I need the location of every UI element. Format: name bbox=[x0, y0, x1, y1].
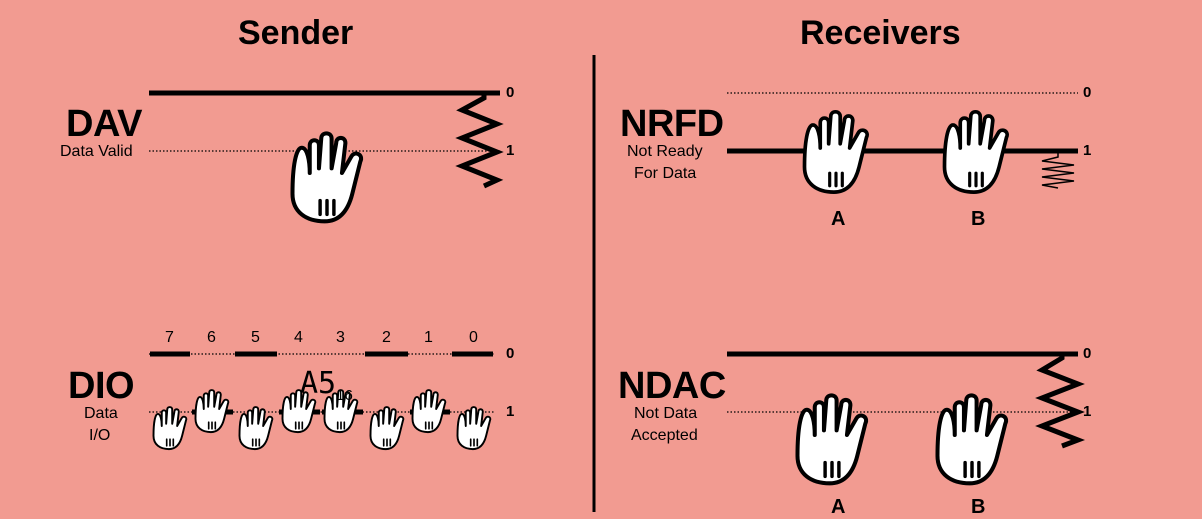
nrfd-label: NRFD bbox=[620, 103, 724, 145]
dio-bit-label: 6 bbox=[207, 329, 216, 346]
ndac-level-1: 1 bbox=[1083, 403, 1092, 420]
ndac-pullup-spring bbox=[1035, 354, 1086, 449]
dio-bit-hand-icon bbox=[369, 406, 405, 451]
ndac-desc-line1: Not Data bbox=[634, 405, 698, 422]
dio-level-1: 1 bbox=[506, 403, 515, 420]
dio-bit-hand-icon bbox=[238, 406, 274, 451]
nrfd-hand-a-icon bbox=[802, 109, 869, 194]
dio-bit-hand-icon bbox=[456, 406, 492, 451]
nrfd-desc-line1: Not Ready bbox=[627, 143, 703, 160]
dio-level-0: 0 bbox=[506, 345, 515, 362]
sender-hand-icon bbox=[293, 133, 362, 221]
dio-bit-label: 2 bbox=[382, 329, 391, 346]
dio-bit-label: 1 bbox=[424, 329, 433, 346]
nrfd-receiver-b-label: B bbox=[971, 208, 986, 230]
dio-bit-hand-icon bbox=[152, 406, 188, 451]
dio-bit-label: 3 bbox=[336, 329, 345, 346]
dav-pullup-spring bbox=[455, 93, 504, 189]
dio-bit-hand-icon bbox=[411, 389, 447, 434]
dio-desc-line1: Data bbox=[84, 405, 118, 422]
dio-hex-digits: A5 bbox=[300, 366, 337, 401]
ndac-receiver-b-label: B bbox=[971, 496, 986, 518]
dio-bit-label: 4 bbox=[294, 329, 303, 346]
dav-level-0: 0 bbox=[506, 84, 515, 101]
dio-label: DIO bbox=[68, 365, 135, 407]
nrfd-desc-line2: For Data bbox=[634, 165, 697, 182]
ndac-label: NDAC bbox=[618, 365, 726, 407]
nrfd-pullup-spring bbox=[1041, 151, 1075, 189]
dio-desc-line2: I/O bbox=[89, 427, 111, 444]
nrfd-level-1: 1 bbox=[1083, 142, 1092, 159]
dio-hex-base: 16 bbox=[336, 387, 353, 404]
dav-level-1: 1 bbox=[506, 142, 515, 159]
ndac-desc-line2: Accepted bbox=[631, 427, 698, 444]
ndac-receiver-a-label: A bbox=[831, 496, 846, 518]
ndac-level-0: 0 bbox=[1083, 345, 1092, 362]
dio-bit-label: 7 bbox=[165, 329, 174, 346]
dav-label: DAV bbox=[66, 103, 142, 145]
dio-bit-hand-icon bbox=[194, 389, 230, 434]
nrfd-hand-b-icon bbox=[942, 109, 1009, 194]
dio-hex-value: A516 bbox=[300, 366, 353, 404]
dav-description: Data Valid bbox=[60, 143, 133, 160]
dio-bit-label: 0 bbox=[469, 329, 478, 346]
receivers-title: Receivers bbox=[800, 14, 961, 52]
nrfd-receiver-a-label: A bbox=[831, 208, 846, 230]
ndac-hand-a-icon bbox=[798, 395, 867, 483]
ndac-hand-b-icon bbox=[938, 395, 1007, 483]
dio-bit-label: 5 bbox=[251, 329, 260, 346]
sender-title: Sender bbox=[238, 14, 354, 52]
nrfd-level-0: 0 bbox=[1083, 84, 1092, 101]
